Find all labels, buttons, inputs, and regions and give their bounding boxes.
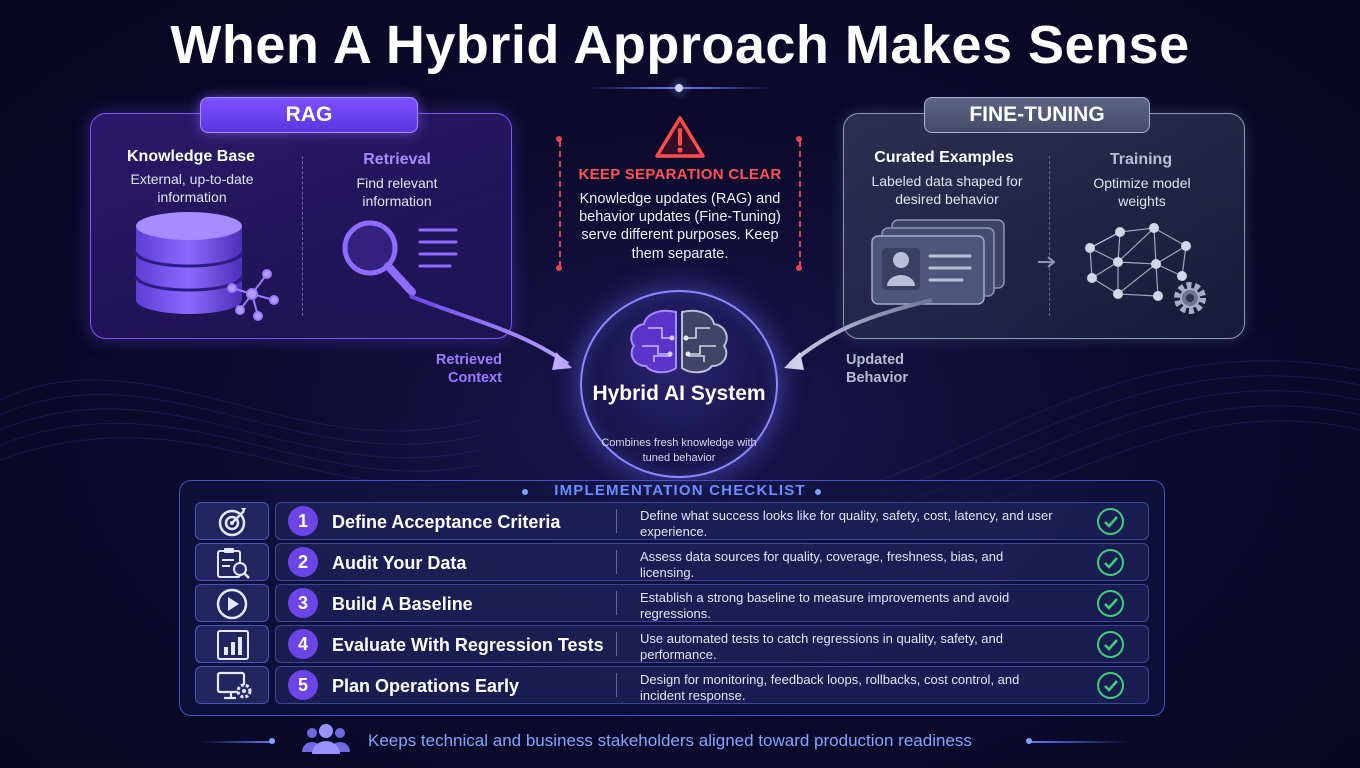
checklist-row (275, 543, 1149, 581)
footer-dot (269, 738, 275, 744)
fine-tuning-tag: FINE-TUNING (924, 97, 1150, 133)
step-title: Evaluate With Regression Tests (332, 635, 604, 655)
step-description: Design for monitoring, feedback loops, r… (640, 672, 1020, 703)
checklist-row (275, 502, 1149, 540)
hybrid-system-circle (580, 290, 778, 478)
warning-dot (556, 265, 562, 271)
training-title: Training (1109, 151, 1173, 168)
page-title: When A Hybrid Approach Makes Sense (170, 15, 1190, 75)
updated-behavior-label: Updated Behavior (846, 352, 909, 386)
fine-tuning-divider (1049, 156, 1050, 316)
warning-text: Knowledge updates (RAG) and behavior upd… (579, 191, 781, 262)
step-number: 1 (288, 506, 318, 536)
warning-dot (556, 136, 562, 142)
warning-triangle-icon (655, 116, 705, 158)
arrow-right-icon (1038, 256, 1056, 268)
step-description: Establish a strong baseline to measure i… (640, 590, 1010, 621)
check-icon (1097, 549, 1124, 576)
curated-examples-description: Labeled data shaped for desired behavior (871, 173, 1023, 207)
checklist-row (275, 666, 1149, 704)
check-icon (1097, 631, 1124, 658)
knowledge-base-description: External, up-to-date information (130, 171, 254, 205)
footer-dot (1026, 738, 1032, 744)
target-icon (218, 508, 246, 537)
warning-left-line (559, 141, 561, 267)
checklist-row (275, 584, 1149, 622)
step-title: Plan Operations Early (332, 676, 520, 696)
database-icon (134, 212, 279, 321)
row-divider (616, 550, 617, 574)
title-glow-dot (675, 84, 683, 92)
warning-title: KEEP SEPARATION CLEAR (578, 166, 782, 183)
row-icon-box (195, 584, 269, 622)
step-description: Use automated tests to catch regressions… (640, 631, 1003, 662)
checklist-row (275, 625, 1149, 663)
footer-line-right (1030, 741, 1130, 743)
brain-icon (630, 309, 728, 374)
rag-divider (302, 156, 303, 316)
row-icon-box (195, 543, 269, 581)
retrieval-title: Retrieval (363, 151, 431, 168)
search-icon (342, 220, 458, 296)
hybrid-description: Combines fresh knowledge with tuned beha… (601, 437, 757, 464)
warning-dot (796, 136, 802, 142)
row-divider (616, 673, 617, 697)
step-title: Audit Your Data (332, 553, 467, 573)
row-divider (616, 591, 617, 615)
retrieval-description: Find relevant information (356, 175, 438, 209)
hybrid-title: Hybrid AI System (592, 382, 766, 405)
check-icon (1097, 672, 1124, 699)
neural-network-icon (1085, 223, 1206, 314)
footer-line-left (200, 741, 275, 743)
row-divider (616, 509, 617, 533)
curated-examples-title: Curated Examples (874, 149, 1014, 166)
gear-icon (1174, 282, 1206, 314)
training-description: Optimize model weights (1093, 175, 1191, 209)
step-title: Define Acceptance Criteria (332, 512, 561, 532)
knowledge-base-title: Knowledge Base (126, 148, 256, 165)
heading-dot (815, 489, 821, 495)
row-divider (616, 632, 617, 656)
retrieved-context-label: Retrieved Context (435, 352, 502, 386)
rag-tag: RAG (200, 97, 418, 133)
warning-right-line (799, 141, 801, 267)
row-icon-box (195, 666, 269, 704)
footer-text: Keeps technical and business stakeholder… (368, 731, 972, 750)
warning-dot (796, 265, 802, 271)
bar-chart-icon (217, 630, 249, 660)
play-icon (216, 588, 248, 620)
step-number: 2 (288, 547, 318, 577)
check-icon (1097, 508, 1124, 535)
people-icon (302, 724, 350, 754)
step-number: 5 (288, 670, 318, 700)
checklist-heading: IMPLEMENTATION CHECKLIST (554, 482, 806, 499)
step-description: Define what success looks like for quali… (640, 508, 1053, 539)
check-icon (1097, 590, 1124, 617)
heading-dot (522, 489, 528, 495)
profile-cards-icon (871, 219, 1005, 305)
row-icon-box (195, 625, 269, 663)
monitor-gear-icon (216, 671, 252, 700)
step-title: Build A Baseline (332, 594, 473, 614)
step-description: Assess data sources for quality, coverag… (640, 549, 1004, 580)
step-number: 3 (288, 588, 318, 618)
row-icon-box (195, 502, 269, 540)
clipboard-search-icon (217, 548, 250, 579)
step-number: 4 (288, 629, 318, 659)
